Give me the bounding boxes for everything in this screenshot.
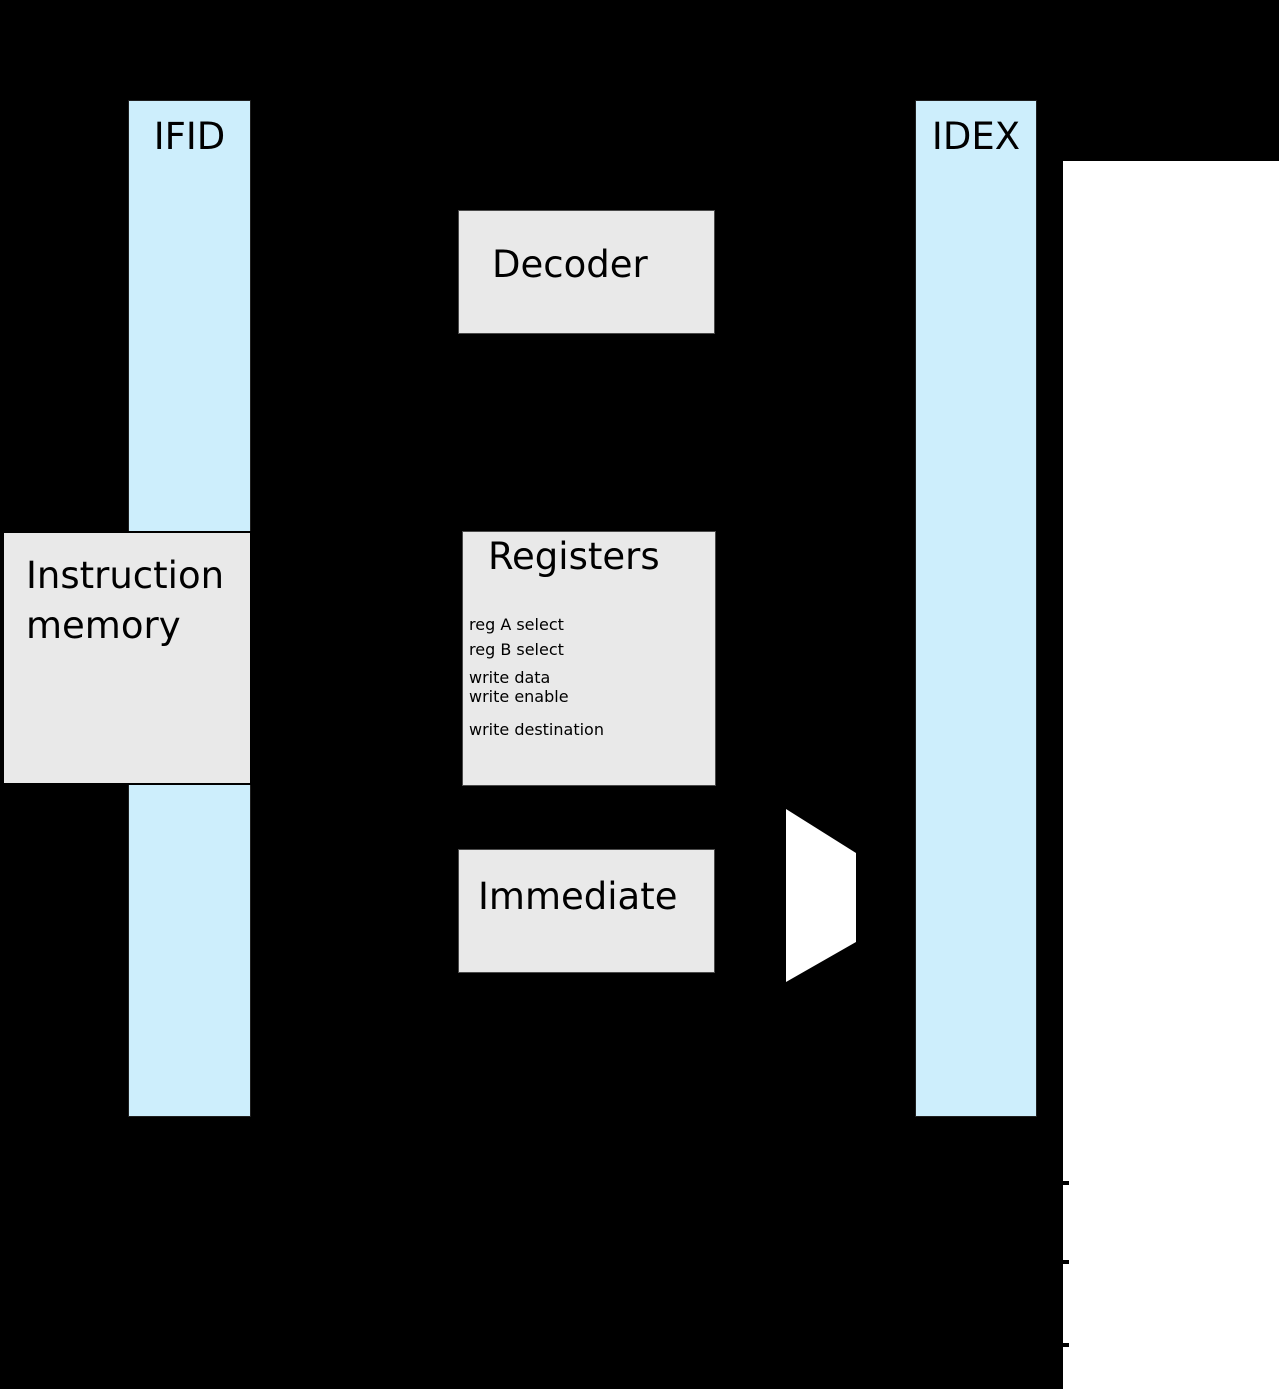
registers-port-write-enable: write enable bbox=[469, 687, 569, 706]
decoder-label: Decoder bbox=[492, 243, 648, 286]
registers-port-reg-b-select: reg B select bbox=[469, 640, 564, 659]
registers-port-write-data: write data bbox=[469, 668, 551, 687]
instruction-memory-label-line2: memory bbox=[26, 604, 181, 647]
wire-stub-middle bbox=[1063, 1260, 1069, 1264]
registers-title: Registers bbox=[488, 535, 660, 578]
ifid-label: IFID bbox=[153, 115, 226, 158]
decoder-block: Decoder bbox=[458, 210, 715, 334]
registers-block: Registers reg A select reg B select writ… bbox=[462, 531, 716, 786]
wire-stub-top bbox=[1063, 1181, 1069, 1185]
pipeline-register-idex: IDEX bbox=[915, 100, 1037, 1117]
next-stage-panel bbox=[1063, 161, 1279, 1389]
mux-shape bbox=[786, 809, 856, 982]
wire-stub-bottom bbox=[1063, 1343, 1069, 1347]
instruction-memory-label-line1: Instruction bbox=[26, 554, 225, 597]
instruction-memory-block: Instruction memory bbox=[2, 531, 252, 785]
immediate-block: Immediate bbox=[458, 849, 715, 973]
registers-port-reg-a-select: reg A select bbox=[469, 615, 564, 634]
immediate-label: Immediate bbox=[478, 875, 678, 918]
registers-port-write-destination: write destination bbox=[469, 720, 604, 739]
idex-label: IDEX bbox=[931, 115, 1021, 158]
